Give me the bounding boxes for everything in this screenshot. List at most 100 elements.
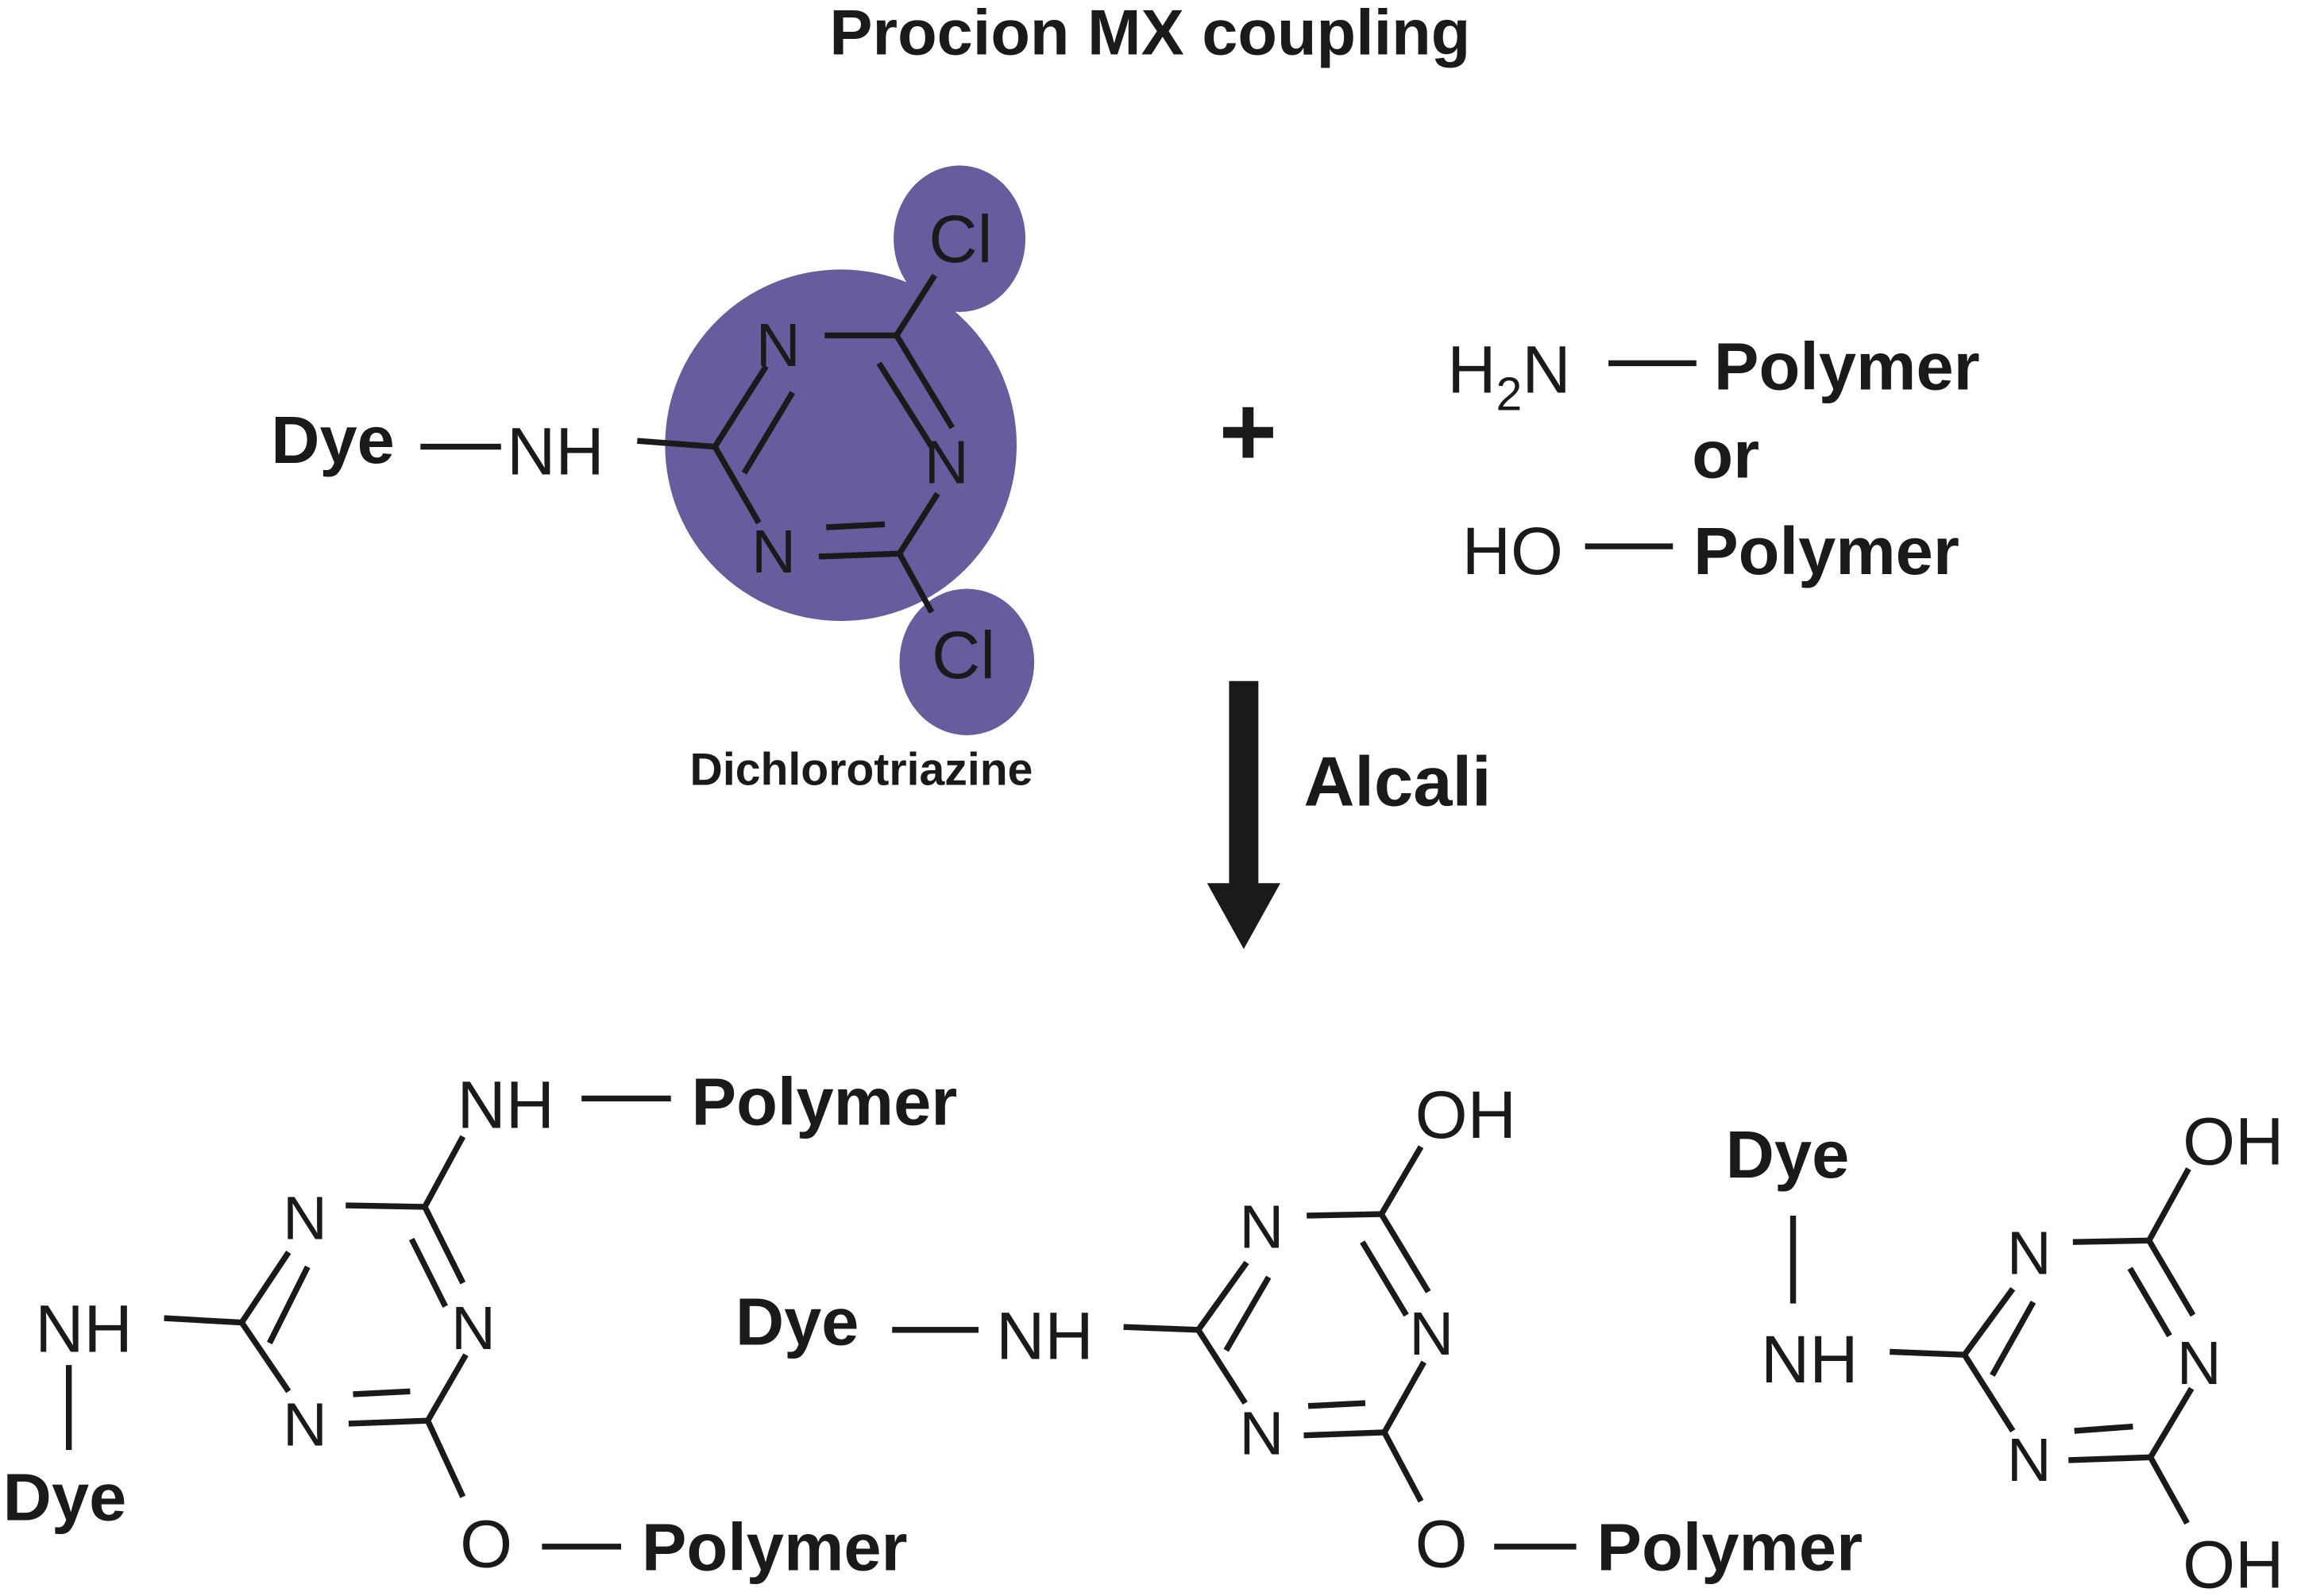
product-2: OH Dye NH N N N O Polymer [735, 1077, 1863, 1584]
left-dye: Dye [735, 1283, 859, 1359]
bond [239, 1251, 291, 1324]
bond [353, 1388, 411, 1397]
diagram-title: Procion MX coupling [829, 0, 1470, 68]
ring-n: N [1239, 1400, 1284, 1468]
bond [2148, 1386, 2195, 1459]
bottom-oh: OH [2183, 1526, 2283, 1592]
product-3: Dye NH N N N OH OH [1726, 1103, 2284, 1596]
bond [425, 1353, 469, 1423]
top-oh: OH [1415, 1077, 1516, 1152]
hydroxyl-group: HO [1462, 513, 1563, 588]
bond [1303, 1429, 1385, 1439]
nh-label: NH [507, 414, 604, 489]
ring-highlight [665, 269, 1017, 622]
bond [637, 438, 716, 450]
bond [422, 1205, 466, 1285]
bond [1307, 1211, 1382, 1219]
bond [164, 1315, 242, 1326]
bond [826, 521, 886, 530]
left-nh: NH [1761, 1321, 1859, 1397]
ring-n: N [283, 1391, 327, 1459]
ring-n: N [451, 1294, 496, 1363]
ring-n: N [1409, 1300, 1453, 1368]
left-nh: NH [996, 1298, 1094, 1374]
bond [1890, 1348, 1965, 1358]
ring-n: N [2177, 1329, 2222, 1397]
bond [1195, 1260, 1249, 1332]
bond [876, 361, 935, 449]
bond [408, 1237, 448, 1308]
bond [1195, 1328, 1248, 1405]
bond [348, 1417, 428, 1427]
bond [2146, 1167, 2191, 1243]
highlight-blob [665, 165, 1035, 735]
ring-n-top: N [756, 311, 801, 380]
bond [741, 391, 795, 475]
bond [2146, 1239, 2196, 1317]
bond [1962, 1353, 2016, 1433]
ring-n-bottom: N [751, 518, 796, 586]
or-label: or [1692, 416, 1759, 492]
bond [894, 273, 937, 337]
amine-polymer-label: Polymer [1714, 329, 1980, 404]
bond [1962, 1287, 2016, 1357]
bond [422, 1135, 466, 1209]
bond [712, 364, 769, 449]
cl-bottom: Cl [932, 617, 995, 692]
bond [897, 552, 935, 614]
bond [1381, 1360, 1426, 1434]
bond [894, 333, 955, 430]
bond [346, 1202, 425, 1210]
top-oh: OH [2183, 1103, 2283, 1178]
bond [2148, 1455, 2190, 1525]
bond [1379, 1145, 1424, 1216]
amine-group: H2N [1447, 331, 1570, 420]
top-dye: Dye [1726, 1116, 1850, 1192]
ring-n-right: N [925, 429, 969, 497]
plus-sign: + [1219, 376, 1277, 488]
cl-top-highlight [894, 165, 1026, 312]
reaction-condition: Alcali [1304, 742, 1492, 820]
bond [2127, 1266, 2172, 1338]
bond [1307, 1400, 1366, 1409]
dye-label: Dye [271, 402, 395, 477]
bond [239, 1320, 291, 1394]
ring-n: N [2007, 1426, 2052, 1494]
bond [1360, 1240, 1409, 1317]
cl-top: Cl [928, 201, 992, 276]
bond [2074, 1423, 2133, 1434]
cl-bottom-highlight [899, 588, 1035, 735]
bottom-o: O [1415, 1506, 1468, 1582]
ring-n: N [2007, 1220, 2052, 1288]
left-dye: Dye [3, 1459, 127, 1535]
arrow-head-icon [1206, 883, 1280, 950]
left-nh: NH [35, 1290, 133, 1366]
dichlorotriazine-caption: Dichlorotriazine [690, 745, 1033, 796]
bond [425, 1419, 466, 1498]
ring-n: N [1239, 1193, 1284, 1262]
bond [818, 550, 900, 560]
bond [897, 492, 940, 556]
hydroxyl-polymer-label: Polymer [1693, 513, 1959, 588]
bond [1379, 1212, 1431, 1293]
co-reactants: H2N Polymer or HO Polymer [1447, 329, 1979, 588]
bond [1123, 1324, 1199, 1333]
reactant-dichlorotriazine: Dye NH N N N Cl Cl Dichlorotriazine [271, 165, 1035, 796]
arrow-shaft [1229, 680, 1259, 886]
bottom-o: O [460, 1506, 512, 1582]
top-polymer: Polymer [692, 1064, 958, 1139]
bottom-polymer: Polymer [642, 1509, 908, 1584]
top-nh: NH [457, 1066, 554, 1142]
bond [2072, 1237, 2149, 1245]
bond [2068, 1454, 2151, 1463]
bottom-polymer: Polymer [1596, 1509, 1863, 1584]
bond [712, 445, 762, 525]
bond [267, 1265, 311, 1345]
bond [1223, 1275, 1272, 1352]
reaction-arrow [1206, 680, 1280, 950]
ring-n: N [283, 1184, 327, 1252]
bond [1990, 1300, 2036, 1377]
product-1: NH Polymer N N N NH Dye O Polymer [3, 1064, 958, 1585]
